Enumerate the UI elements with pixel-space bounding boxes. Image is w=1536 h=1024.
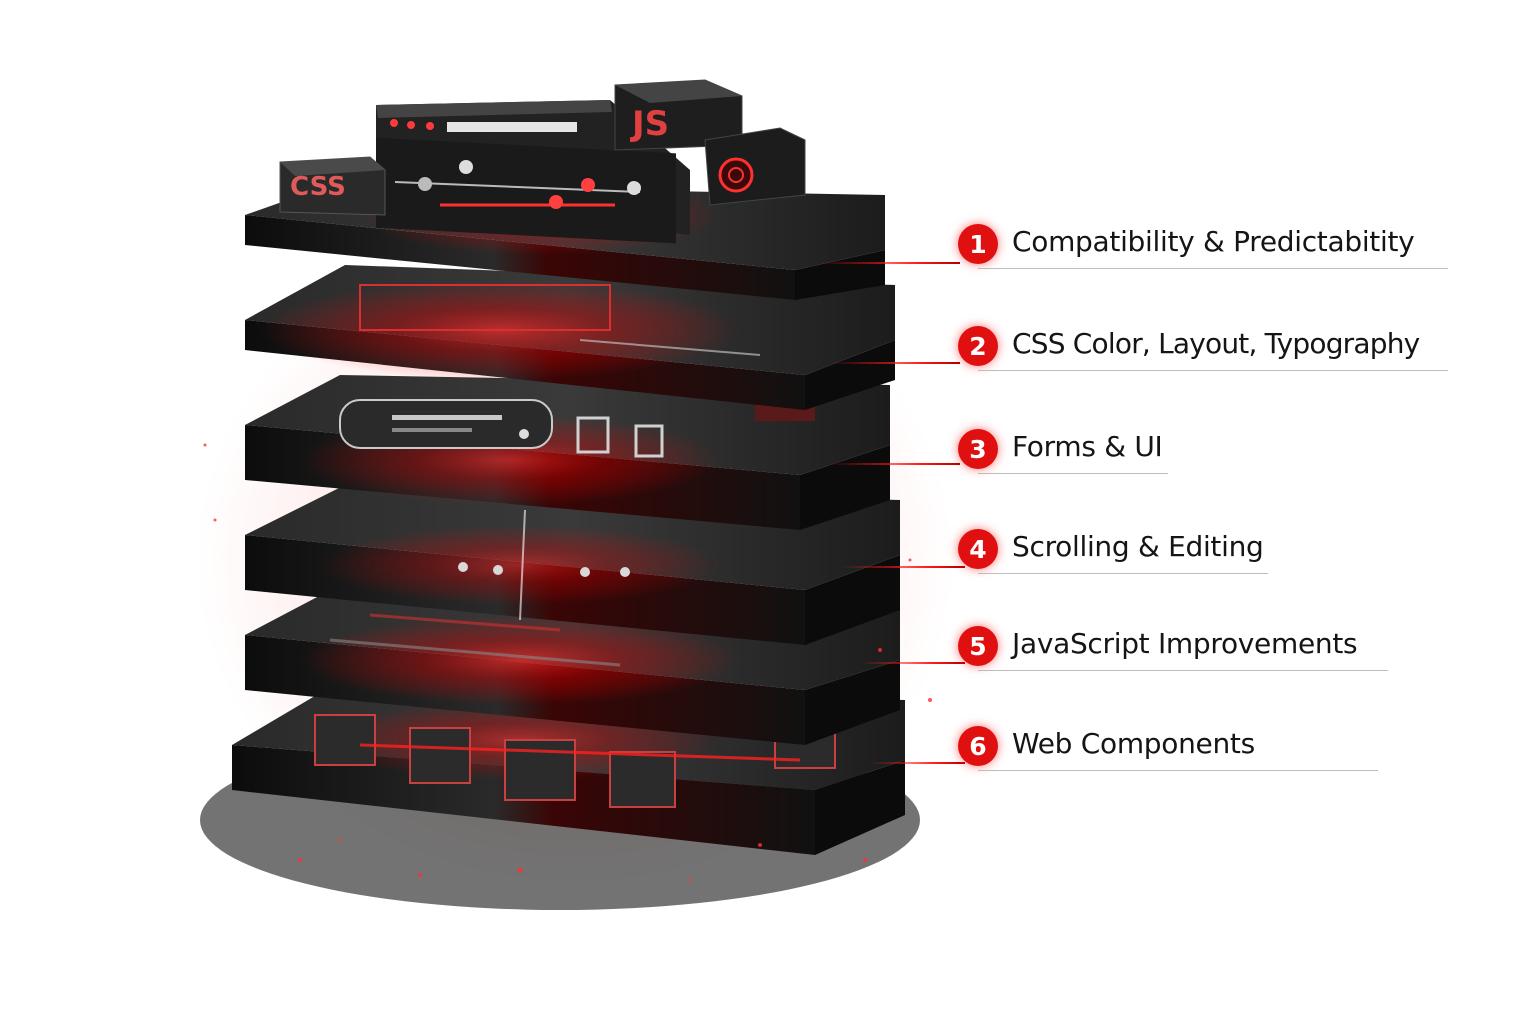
feature-number-badge: 1 (958, 224, 998, 264)
feature-label: CSS Color, Layout, Typography (1012, 327, 1420, 360)
leader-line (830, 463, 960, 465)
feature-number-badge: 5 (958, 626, 998, 666)
divider (978, 573, 1268, 574)
feature-number-badge: 2 (958, 326, 998, 366)
layer-2-css (245, 265, 895, 410)
layer-1-compatibility (245, 79, 885, 300)
feature-label: Compatibility & Predictabitity (1012, 225, 1415, 258)
divider (978, 370, 1448, 371)
feature-label: Scrolling & Editing (1012, 530, 1264, 563)
leader-line (860, 662, 965, 664)
js-badge: JS (630, 104, 669, 144)
divider (978, 268, 1448, 269)
divider (978, 670, 1388, 671)
feature-label: JavaScript Improvements (1012, 627, 1358, 660)
feature-number-badge: 4 (958, 529, 998, 569)
leader-line (840, 566, 965, 568)
divider (978, 473, 1168, 474)
feature-label: Forms & UI (1012, 430, 1163, 463)
css-badge: CSS (290, 172, 346, 202)
feature-number-badge: 3 (958, 429, 998, 469)
leader-line (870, 762, 965, 764)
divider (978, 770, 1378, 771)
leader-line (820, 262, 960, 264)
leader-line (830, 362, 960, 364)
feature-number-badge: 6 (958, 726, 998, 766)
feature-label: Web Components (1012, 727, 1255, 760)
